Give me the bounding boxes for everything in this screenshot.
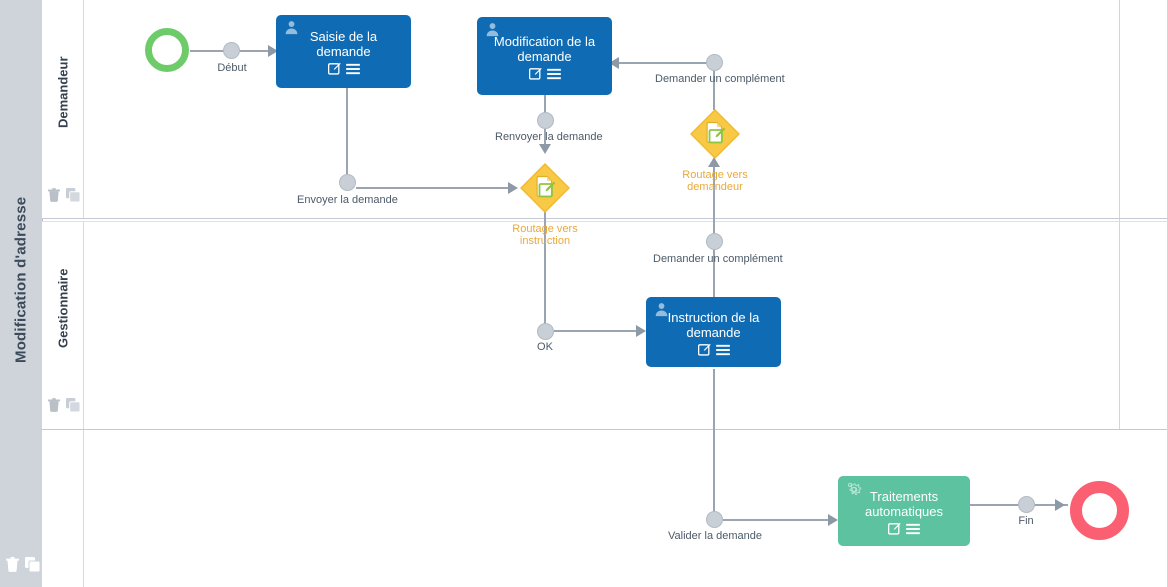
pool-header[interactable]: Modification d'adresse — [0, 0, 43, 587]
flow-instruction-down — [713, 369, 715, 520]
flow-modification-down — [544, 95, 546, 125]
arrowhead-valider-to-traitements — [828, 514, 838, 526]
flow-label-renvoyer: Renvoyer la demande — [495, 131, 603, 143]
flow-gateway-instruction-down — [544, 210, 546, 330]
task-label: Modification de la demande — [493, 33, 596, 64]
flow-valider-to-traitements — [723, 519, 831, 521]
trash-icon[interactable] — [48, 398, 60, 417]
flow-renvoyer-down — [544, 129, 546, 147]
lane-label-gestionnaire: Gestionnaire — [55, 268, 71, 348]
arrowhead-start-to-saisie — [268, 45, 278, 57]
flow-label-ok: OK — [537, 341, 553, 353]
gateway-routage-vers-instruction[interactable] — [519, 162, 571, 214]
start-event[interactable] — [145, 28, 189, 72]
gateway-label-routage-vers-demandeur: Routage vers demandeur — [682, 169, 748, 193]
copy-icon[interactable] — [66, 188, 81, 207]
lane-body-systeme[interactable] — [84, 430, 1168, 587]
flow-ok-to-instruction — [554, 330, 639, 332]
flow-label-debut: Début — [217, 62, 247, 74]
lane-label-demandeur: Demandeur — [55, 56, 71, 129]
flow-saisie-down — [346, 88, 348, 183]
lane-divider-1 — [42, 218, 1168, 219]
document-edit-icon — [536, 175, 556, 198]
lane-header-demandeur[interactable]: Demandeur — [42, 0, 84, 219]
menu-icon[interactable] — [345, 62, 360, 80]
task-actions[interactable] — [528, 67, 561, 85]
task-actions[interactable] — [888, 522, 920, 540]
arrowhead-envoyer-to-gateway — [508, 182, 518, 194]
menu-icon[interactable] — [715, 343, 730, 361]
flow-label-envoyer: Envoyer la demande — [297, 194, 398, 206]
task-actions[interactable] — [327, 62, 360, 80]
pool-tools[interactable] — [6, 557, 41, 577]
lane-divider-2 — [42, 429, 1168, 430]
task-traitements-automatiques[interactable]: Traitements automatiques — [838, 476, 970, 546]
flow-node-envoyer[interactable] — [339, 174, 356, 191]
flow-node-ok[interactable] — [537, 323, 554, 340]
pool-right-edge-upper — [1119, 0, 1120, 429]
gateway-label-routage-vers-instruction: Routage vers instruction — [512, 223, 578, 247]
arrowhead-to-end-event — [1055, 499, 1065, 511]
edit-icon[interactable] — [528, 67, 542, 85]
document-edit-icon — [706, 121, 726, 144]
user-icon — [485, 22, 500, 42]
flow-node-fin[interactable] — [1018, 496, 1035, 513]
user-icon — [284, 20, 299, 40]
flow-node-renvoyer[interactable] — [537, 112, 554, 129]
trash-icon[interactable] — [6, 557, 19, 577]
task-modification-de-la-demande[interactable]: Modification de la demande — [477, 17, 612, 95]
flow-label-complement-haut: Demander un complément — [655, 73, 785, 85]
flow-label-fin: Fin — [1018, 515, 1034, 527]
arrowhead-renvoyer-to-gateway — [539, 144, 551, 154]
lane-header-gestionnaire[interactable]: Gestionnaire — [42, 222, 84, 429]
trash-icon[interactable] — [48, 188, 60, 207]
task-label: Traitements automatiques — [864, 488, 944, 519]
task-label: Saisie de la demande — [309, 29, 378, 59]
task-label: Instruction de la demande — [667, 309, 760, 340]
menu-icon[interactable] — [546, 67, 561, 85]
pool-title: Modification d'adresse — [12, 196, 30, 364]
flow-instruction-up — [713, 160, 715, 300]
lane-body-gestionnaire[interactable] — [84, 222, 1168, 429]
copy-icon[interactable] — [66, 398, 81, 417]
task-actions[interactable] — [697, 343, 730, 361]
flow-label-valider: Valider la demande — [668, 530, 762, 542]
edit-icon[interactable] — [327, 62, 341, 80]
lane-body-demandeur[interactable] — [84, 0, 1168, 219]
flow-node-debut[interactable] — [223, 42, 240, 59]
lane-header-systeme[interactable] — [42, 430, 84, 587]
lane-tools-demandeur[interactable] — [48, 188, 81, 207]
user-icon — [654, 302, 669, 322]
flow-gateway-demandeur-up — [713, 62, 715, 110]
lane-divider-1b — [42, 221, 1168, 222]
edit-icon[interactable] — [888, 522, 901, 540]
flow-node-complement-bas[interactable] — [706, 233, 723, 250]
flow-label-complement-bas: Demander un complément — [653, 253, 783, 265]
menu-icon[interactable] — [906, 522, 920, 540]
lane-divider-1-right — [1119, 218, 1168, 219]
task-instruction-de-la-demande[interactable]: Instruction de la demande — [646, 297, 781, 367]
arrowhead-complement-to-gateway-demandeur — [708, 157, 720, 167]
task-saisie-de-la-demande[interactable]: Saisie de la demande — [276, 15, 411, 88]
flow-node-valider[interactable] — [706, 511, 723, 528]
flow-envoyer-to-gateway — [356, 187, 511, 189]
gateway-routage-vers-demandeur[interactable] — [689, 108, 741, 160]
copy-icon[interactable] — [25, 557, 41, 577]
flow-complement-haut — [618, 62, 718, 64]
gear-icon — [846, 481, 862, 502]
edit-icon[interactable] — [697, 343, 711, 361]
end-event[interactable] — [1070, 481, 1129, 540]
flow-node-complement-haut[interactable] — [706, 54, 723, 71]
lane-tools-gestionnaire[interactable] — [48, 398, 81, 417]
arrowhead-ok-to-instruction — [636, 325, 646, 337]
arrowhead-complement-to-modification — [609, 57, 619, 69]
